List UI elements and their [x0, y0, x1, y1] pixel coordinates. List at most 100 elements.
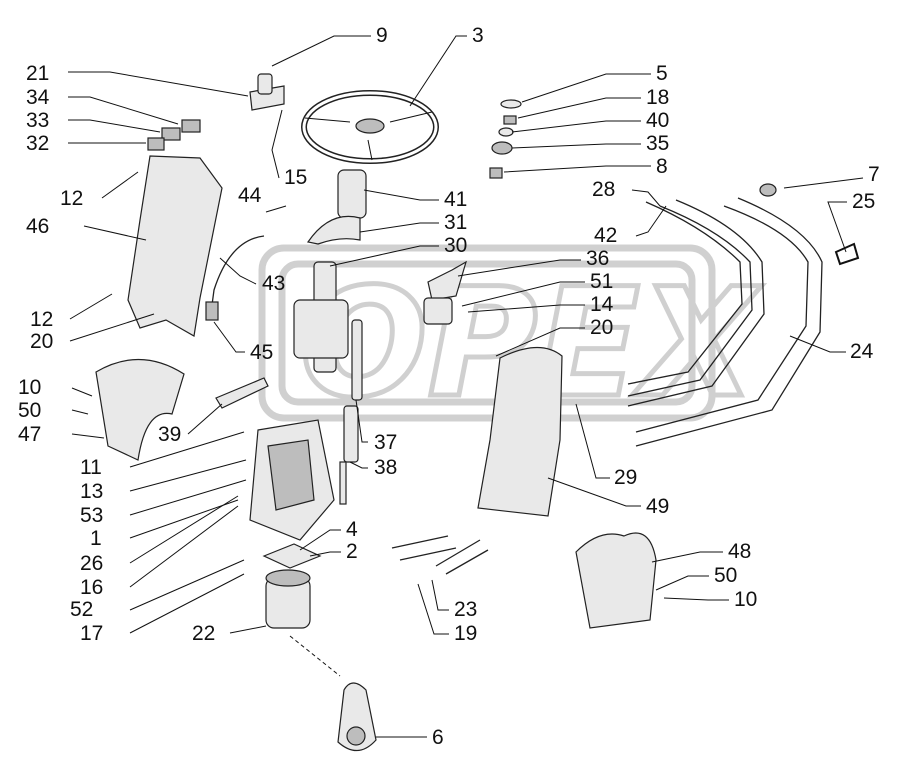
- part-number-label: 43: [262, 272, 285, 295]
- leader-line: [129, 559, 245, 611]
- leader-line: [363, 189, 439, 201]
- leader-lines: [68, 35, 864, 738]
- leader-line: [409, 35, 467, 107]
- part-number-label: 35: [646, 132, 669, 155]
- part-number-label: 39: [158, 423, 181, 446]
- leader-line: [783, 177, 864, 189]
- leader-line: [329, 245, 439, 267]
- part-number-label: 49: [646, 495, 669, 518]
- part-number-label: 21: [26, 62, 49, 85]
- leader-line: [417, 583, 449, 635]
- part-number-label: 28: [592, 178, 615, 201]
- part-number-label: 38: [374, 456, 397, 479]
- part-number-label: 11: [80, 456, 102, 479]
- leader-line: [187, 403, 223, 435]
- leader-line: [517, 97, 641, 119]
- part-number-label: 18: [646, 86, 669, 109]
- part-number-label: 4: [346, 518, 358, 541]
- part-number-label: 19: [454, 622, 477, 645]
- leader-line: [461, 281, 585, 307]
- part-number-label: 12: [30, 308, 53, 331]
- leader-line: [229, 625, 267, 634]
- part-number-label: 9: [376, 24, 388, 47]
- part-number-label: 10: [734, 588, 757, 611]
- part-number-label: 41: [444, 188, 467, 211]
- leader-line: [129, 505, 239, 588]
- part-number-label: 24: [850, 340, 874, 363]
- part-number-label: 36: [586, 247, 609, 270]
- leader-line: [575, 403, 610, 479]
- leader-line: [635, 205, 667, 237]
- part-number-label: 12: [60, 187, 83, 210]
- part-number-label: 37: [374, 431, 397, 454]
- part-number-label: 30: [444, 234, 467, 257]
- leader-line: [503, 165, 651, 173]
- part-number-label: 50: [18, 399, 41, 422]
- part-number-label: 25: [852, 190, 875, 213]
- part-number-label: 45: [250, 341, 273, 364]
- part-number-label: 7: [868, 163, 880, 186]
- part-number-label: 29: [614, 466, 637, 489]
- part-number-label: 8: [656, 155, 668, 178]
- part-number-label: 53: [80, 504, 103, 527]
- part-number-label: 42: [594, 224, 617, 247]
- leader-line: [83, 225, 147, 241]
- part-number-label: 44: [238, 184, 262, 207]
- leader-line: [101, 171, 139, 199]
- leader-line: [467, 304, 585, 313]
- leader-line: [789, 335, 846, 353]
- leader-line: [655, 575, 709, 591]
- leader-line: [309, 551, 341, 557]
- leader-line: [271, 109, 283, 179]
- leader-line: [651, 551, 723, 563]
- leader-line: [265, 205, 287, 213]
- leader-line: [68, 96, 179, 125]
- leader-line: [129, 459, 247, 492]
- part-number-label: 1: [90, 527, 102, 550]
- leader-line: [71, 387, 93, 397]
- leader-line: [457, 259, 581, 277]
- part-number-label: 48: [728, 540, 751, 563]
- leader-line: [827, 201, 847, 253]
- part-number-label: 16: [80, 576, 103, 599]
- parts: [95, 73, 860, 752]
- leader-line: [69, 293, 113, 320]
- leader-line: [495, 327, 585, 357]
- leader-line: [511, 143, 641, 149]
- part-number-label: 20: [590, 316, 613, 339]
- part-number-label: 51: [590, 270, 613, 293]
- leader-line: [299, 529, 341, 551]
- part-number-label: 17: [80, 622, 103, 645]
- leader-line: [219, 257, 257, 285]
- leader-line: [129, 495, 239, 564]
- part-number-label: 32: [26, 132, 49, 155]
- leader-line: [129, 573, 245, 634]
- part-number-label: 47: [18, 423, 41, 446]
- part-number-label: 14: [590, 293, 614, 316]
- part-number-label: 10: [18, 376, 41, 399]
- part-number-label: 23: [454, 598, 477, 621]
- part-number-label: 13: [80, 480, 103, 503]
- leader-line: [69, 313, 155, 342]
- part-number-label: 15: [284, 166, 307, 189]
- leader-line: [71, 433, 105, 439]
- part-number-label: 5: [656, 62, 668, 85]
- leader-line: [68, 71, 249, 97]
- part-number-label: 2: [346, 540, 358, 563]
- part-number-label: 46: [26, 215, 49, 238]
- leader-line: [129, 499, 239, 539]
- leader-line: [68, 119, 161, 133]
- part-number-label: 50: [714, 564, 737, 587]
- leader-line: [431, 579, 449, 611]
- leader-line: [213, 321, 245, 353]
- leader-line: [129, 479, 247, 516]
- leader-line: [359, 222, 439, 233]
- part-number-label: 52: [70, 598, 93, 621]
- leader-line: [349, 461, 368, 469]
- part-number-label: 33: [26, 109, 49, 132]
- leader-line: [663, 597, 729, 601]
- part-number-label: 22: [192, 622, 215, 645]
- part-number-label: 20: [30, 330, 53, 353]
